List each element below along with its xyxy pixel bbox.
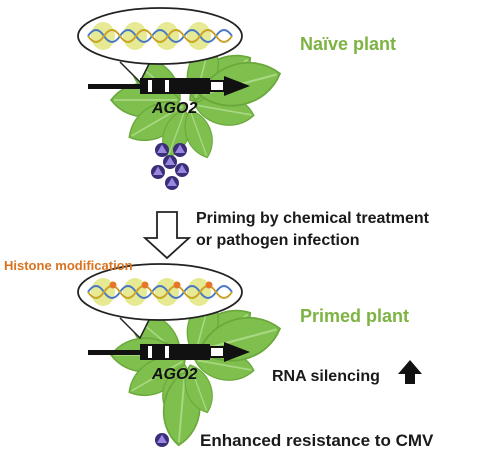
single-virus-particle — [155, 433, 169, 447]
primed-ago2-gene-label: AGO2 — [152, 366, 198, 383]
naive-plant-label: Naïve plant — [300, 34, 397, 54]
rna-silencing-label: RNA silencing — [272, 368, 380, 385]
histone-modification-label: Histone modification — [4, 258, 133, 273]
histone-modification-marks — [109, 281, 213, 289]
naive-plant-illustration — [77, 7, 287, 190]
priming-text-line1: Priming by chemical treatment — [196, 210, 429, 227]
enhanced-resistance-label: Enhanced resistance to CMV — [200, 431, 434, 450]
primed-chromatin-callout-bubble — [77, 263, 243, 340]
dna-strand-blue — [87, 29, 233, 43]
priming-text-line2: or pathogen infection — [196, 232, 360, 249]
priming-down-arrow — [142, 211, 192, 260]
dna-strand-gold — [87, 29, 233, 43]
upregulation-arrow — [398, 360, 422, 384]
primed-plant-illustration — [77, 263, 422, 448]
primed-ago2-gene-diagram — [88, 342, 250, 362]
primed-plant-label: Primed plant — [300, 306, 410, 326]
chromatin-callout-bubble — [77, 7, 243, 84]
ago2-gene-label: AGO2 — [152, 100, 198, 117]
ago2-gene-diagram — [88, 76, 250, 96]
